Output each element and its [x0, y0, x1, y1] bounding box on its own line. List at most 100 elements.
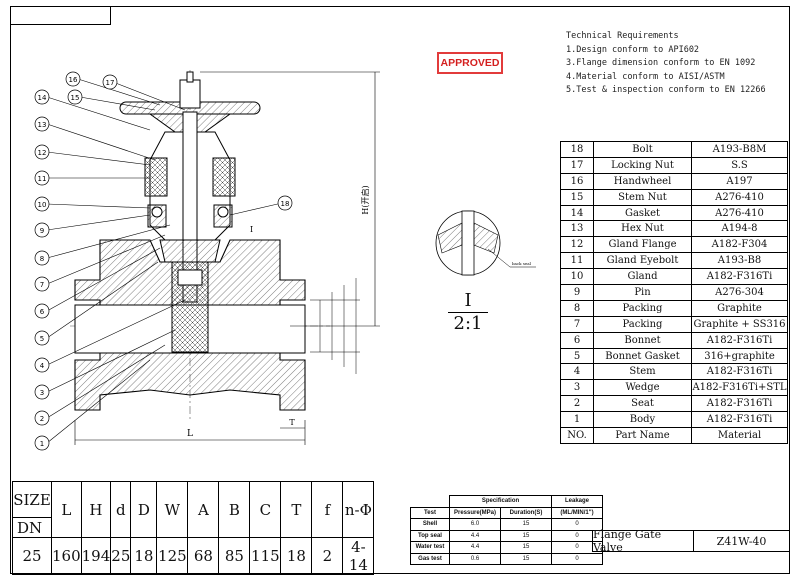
dim-header-l: L — [51, 481, 82, 538]
part-material: A182-F316Ti — [691, 331, 788, 349]
leakage-group-label: Leakage — [551, 495, 603, 508]
part-number: 15 — [560, 188, 594, 206]
part-name: Bonnet Gasket — [593, 347, 692, 365]
part-name: Stem — [593, 363, 692, 381]
title-block: Flange Gate Valve Z41W-40 — [592, 528, 790, 554]
part-name: Seat — [593, 395, 692, 413]
part-material: A276-304 — [691, 284, 788, 301]
part-material: A182-F316Ti — [691, 395, 788, 413]
dim-header-f: f — [311, 481, 344, 538]
test-cell: 0 — [551, 541, 603, 554]
test-cell: 15 — [500, 518, 552, 531]
dim-value: 18 — [130, 537, 158, 575]
part-material: A193-B8M — [691, 141, 788, 158]
dim-header-d: d — [110, 481, 132, 538]
callout-5: 5 — [40, 335, 44, 343]
test-header: Test — [410, 506, 450, 519]
test-header: Pressure(MPa) — [449, 506, 501, 519]
callout-12: 12 — [38, 149, 47, 157]
dim-value: 160 — [51, 537, 82, 575]
bonnet-icon — [144, 111, 236, 303]
part-material: A194-8 — [691, 220, 788, 238]
test-cell: 0.6 — [449, 552, 501, 565]
test-header: Duration(S) — [500, 506, 552, 519]
part-material: A182-F316Ti — [691, 411, 788, 429]
dimension-h-label: H(开启) — [360, 185, 370, 214]
parts-header: Material — [691, 427, 788, 444]
test-cell: 0 — [551, 529, 603, 542]
tech-item: 1.Design conform to API602 — [566, 44, 700, 55]
part-name: Wedge — [593, 379, 692, 397]
part-name: Packing — [593, 315, 692, 333]
part-material: Graphite — [691, 299, 788, 317]
callout-9: 9 — [40, 227, 44, 235]
valve-body-icon — [74, 239, 306, 411]
part-material: A182-F316Ti+STL — [691, 379, 788, 397]
test-cell: 15 — [500, 529, 552, 542]
test-cell: 4.4 — [449, 529, 501, 542]
detail-mark: I — [464, 290, 472, 311]
dim-header-n-phi: n-Φ — [342, 481, 375, 538]
test-spec-table: Specification Leakage Test Pressure(MPa)… — [410, 495, 603, 565]
tech-item: 5.Test & inspection conform to EN 12266 — [566, 85, 766, 95]
part-name: Hex Nut — [593, 220, 692, 238]
part-material: A276-410 — [691, 204, 788, 222]
part-name: Gland Eyebolt — [593, 252, 692, 270]
dim-value: 68 — [187, 537, 220, 575]
part-number: 9 — [560, 284, 594, 301]
part-number: 1 — [560, 411, 594, 429]
part-name: Gland — [593, 268, 692, 286]
callout-14: 14 — [38, 94, 47, 102]
part-number: 18 — [560, 141, 594, 158]
test-cell: 15 — [500, 541, 552, 554]
part-number: 13 — [560, 220, 594, 238]
valve-drawing: L T H(开启) 1 2 3 4 — [34, 70, 380, 451]
part-name: Gasket — [593, 204, 692, 222]
part-number: 7 — [560, 315, 594, 333]
drawing-model: Z41W-40 — [716, 534, 767, 548]
part-name: Body — [593, 411, 692, 429]
dim-header-h: H — [80, 481, 112, 538]
test-cell: 15 — [500, 552, 552, 565]
part-material: 316+graphite — [691, 347, 788, 365]
test-header: (ML/MIN/1") — [551, 506, 603, 519]
dim-header-a: A — [187, 481, 220, 538]
part-name: Handwheel — [593, 172, 692, 190]
test-cell: Top seal — [410, 529, 450, 542]
part-number: 14 — [560, 204, 594, 222]
approved-stamp: APPROVED — [437, 52, 503, 74]
dimension-t-label: T — [289, 418, 295, 427]
callout-10: 10 — [38, 201, 47, 209]
callout-16: 16 — [69, 76, 78, 84]
callout-17: 17 — [106, 79, 115, 87]
part-name: Stem Nut — [593, 188, 692, 206]
spec-group-label: Specification — [449, 495, 552, 508]
detail-scale-label: I 2:1 — [448, 290, 488, 335]
dimension-table: SIZE L H d D W A B C T f n-Φ DN 25 160 1… — [12, 481, 375, 575]
dn-label: DN — [12, 517, 52, 538]
callout-6: 6 — [40, 308, 45, 316]
parts-header: NO. — [560, 427, 594, 444]
test-cell: Shell — [410, 518, 450, 531]
part-number: 8 — [560, 299, 594, 317]
detail-view: back seal — [435, 210, 536, 276]
dim-header-D: D — [130, 481, 158, 538]
tech-item: 4.Material conform to AISI/ASTM — [566, 71, 725, 82]
callout-2: 2 — [40, 415, 44, 423]
part-number: 11 — [560, 252, 594, 270]
detail-ref-mark: I — [250, 225, 253, 234]
callout-4: 4 — [40, 362, 45, 370]
